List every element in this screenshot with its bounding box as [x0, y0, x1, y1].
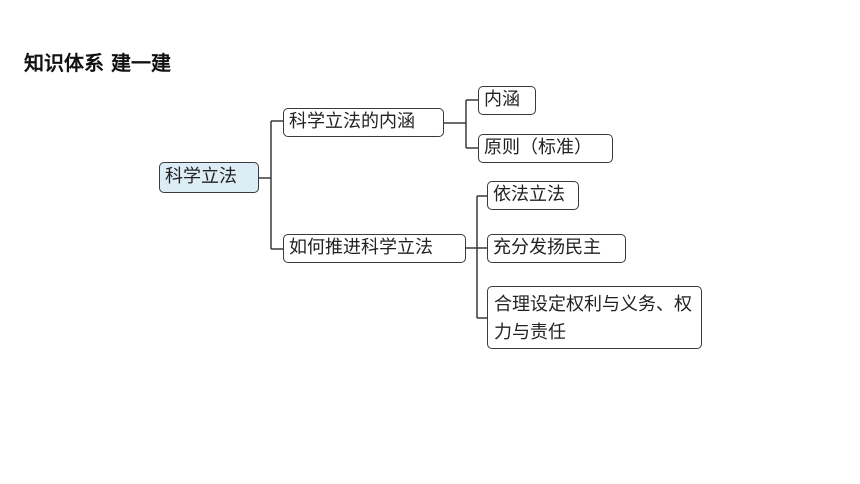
root-node: 科学立法 [159, 162, 259, 193]
leaf-principle: 原则（标准） [478, 134, 613, 163]
page-title: 知识体系 建一建 [24, 51, 171, 75]
connector-branch1 [444, 99, 478, 149]
leaf-rights-duties: 合理设定权利与义务、权力与责任 [487, 286, 702, 349]
connector-root [259, 120, 283, 250]
leaf-democracy: 充分发扬民主 [487, 234, 626, 263]
leaf-lawful-legislation: 依法立法 [487, 181, 579, 210]
branch-meaning-node: 科学立法的内涵 [283, 108, 444, 137]
connector-branch2 [466, 195, 487, 319]
branch-promote-node: 如何推进科学立法 [283, 234, 466, 263]
leaf-connotation: 内涵 [478, 86, 536, 115]
